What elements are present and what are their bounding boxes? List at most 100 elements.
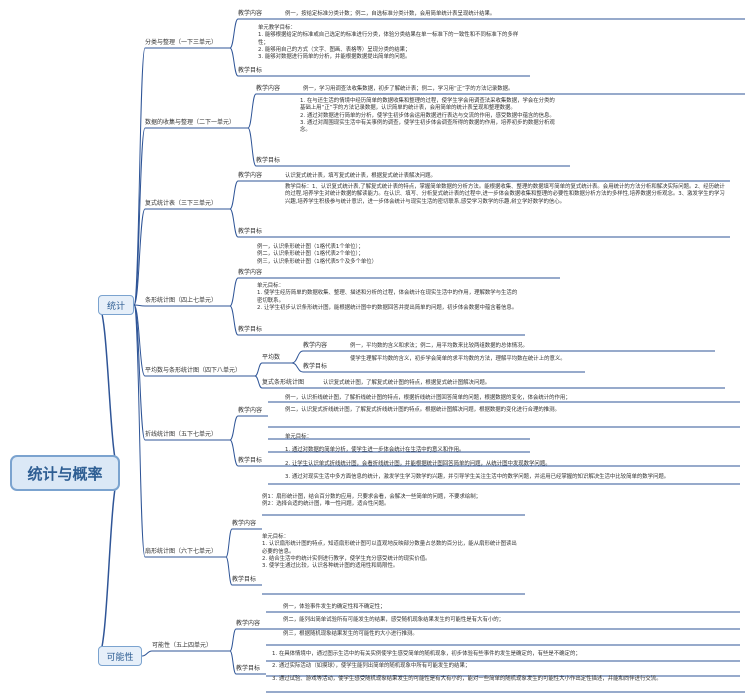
goal-text: 1. 在具体情境中，通过图示生活中的有关实例使学生感受简单的随机现象，初步体验有… [272,651,742,683]
goal-line: 2. 让学生初步认识条形统计图，能根据统计图中的数据回答并提出简单的问题，初步体… [257,304,518,311]
goal-line: 3. 能够对数据进行简单的分析，并能根据数据提出简单的问题。 [258,54,411,61]
content-text: 例一，平均数的含义和求法；例二，用平均数来比较两组数据的总体情况。 [350,343,528,349]
content-label: 教学内容 [232,520,257,527]
goal-line: 2. 结合生活中的统计实例进行教学，使学生充分感受统计的现实价值。 [262,555,431,562]
connector [229,628,237,652]
connector [229,415,239,441]
content-label: 教学内容 [303,342,328,349]
goal-label: 教学目标 [232,576,257,583]
goal-label: 教学目标 [238,228,263,235]
goal-text: 单元教学目标： 1. 能够根据给定的标准或自己选定的标准进行分类，体验分类结果在… [258,25,528,61]
goal-line: 1. 认识扇形统计图的特点，知道扇形统计图可以直观地反映部分数量占总数的百分比，… [262,541,517,555]
goal-line: 单元目标： [262,534,289,540]
unit-title[interactable]: 可能性（五上四单元） [152,642,213,649]
connector [229,650,237,675]
connector [229,439,239,467]
content-line: 例二，认识条形统计图（1格代表2个单位）； [257,251,364,258]
goal-line: 单元目标： [285,434,312,440]
unit-title[interactable]: 分类与整理（一下三单元） [145,39,218,46]
unit-title[interactable]: 复式统计表（三下三单元） [145,200,218,207]
connector [133,47,146,306]
goal-line: 1. 在具体情境中，通过图示生活中的有关实例使学生感受简单的随机现象，初步体验有… [272,651,581,657]
content-line: 例一，认识折线统计图，了解折线统计图的特点，根据折线统计图回答简单的问题，根据数… [285,395,571,401]
content-line: 例1：扇形统计图，结合百分数的应用，只要求会看，会解决一些简单的问题，不要求绘制… [262,494,482,500]
connector [229,277,239,307]
content-line: 例2：选择合适的统计图，唯一性问题，适合性问题。 [262,501,390,508]
goal-label: 教学目标 [238,457,263,464]
goal-line: 3. 通过对现实生活中多方面信息的统计，激发学生学习数学的兴趣，并引导学生关注生… [285,473,670,480]
goal-label: 教学目标 [236,665,261,672]
connector [247,127,257,167]
connector [247,93,257,129]
content-text: 例一，体验事件发生的确定性和不确定性； 例二，能列出简单试验所有可能发生的结果，… [283,604,733,638]
root-node[interactable]: 统计与概率 [10,455,120,491]
goal-line: 单元目标： [257,283,284,289]
goal-line: 1. 通过对数据的简单分析，使学生进一步体会统计在生活中的意义和作用。 [285,447,465,454]
connector [225,528,233,558]
connector [97,472,121,657]
content-line: 例二，认识复式折线统计图，了解复式折线统计图的特点。根据统计图解决问题，根据数据… [285,407,560,414]
goal-line: 2. 通过实际活动（如摸球），使学生能列出简单的随机现象中所有可能发生的结果； [272,663,471,670]
connector [291,350,304,364]
goal-label: 教学目标 [238,326,263,333]
goal-line: 3. 通过对周围现实生活中有关事例的调查，使学生初步体会调查所得的数据的作用，培… [300,119,555,134]
goal-line: 3. 使学生通过比较，认识各种统计图的适用性和局限性。 [262,563,399,570]
connector [133,304,146,441]
content-text: 例一，认识条形统计图（1格代表1个单位）； 例二，认识条形统计图（1格代表2个单… [257,244,557,266]
unit-title[interactable]: 扇形统计图（六下七单元） [145,548,218,555]
content-line: 例三，认识条形统计图（1格代表5个及多个单位） [257,258,378,265]
connector [229,180,239,210]
sub-unit-compound-bar[interactable]: 复式条形统计图 [262,379,305,386]
unit-title[interactable]: 平均数与条形统计图（四下八单元） [145,367,242,374]
unit-title[interactable]: 折线统计图（五下七单元） [145,431,218,438]
branch-statistics[interactable]: 统计 [98,295,134,315]
goal-line: 1. 在与还生活的情境中经历简单的数据收集和整理的过程，使学生学会用调查法采收集… [300,98,555,112]
content-line: 例二，能列出简单试验所有可能发生的结果，感受随机现象结果发生的可能性是有大有小的… [283,617,505,624]
content-text: 例1：扇形统计图，结合百分数的应用，只要求会看，会解决一些简单的问题，不要求绘制… [262,494,522,509]
goal-line: 1. 使学生经历简单的数据收集、整理、描述和分析的过程，体会统计在现实生活中的作… [257,290,518,304]
unit-title[interactable]: 数据的收集与整理（二下一单元） [145,119,236,126]
connector [97,304,121,474]
goal-label: 教学目标 [256,157,281,164]
content-label: 教学内容 [238,10,263,17]
content-text: 认识复式统计表，填写复式统计表，根据复式统计表解决问题。 [285,173,436,179]
connector [133,208,146,306]
goal-text: 教学目标：1、认识复式统计表,了解复式统计表的特点，掌握简单数据的分析方法。能根… [285,184,725,205]
connector [133,304,146,377]
connector [254,362,263,377]
connector [229,47,239,77]
content-text: 认识复式统计图，了解复式统计图的特点，根据复式统计图解决问题。 [323,380,491,386]
goal-text: 1. 在与还生活的情境中经历简单的数据收集和整理的过程，使学生学会用调查法采收集… [300,98,560,134]
connector [141,650,153,657]
sub-unit-average[interactable]: 平均数 [262,354,281,361]
content-line: 例一，认识条形统计图（1格代表1个单位）； [257,244,364,250]
goal-label: 教学目标 [238,67,263,74]
goal-text: 单元目标： 1. 认识扇形统计图的特点，知道扇形统计图可以直观地反映部分数量占总… [262,534,522,570]
connector [254,375,263,389]
content-label: 教学内容 [256,85,281,92]
connector [133,304,146,558]
content-text: 例一，认识折线统计图，了解折线统计图的特点，根据折线统计图回答简单的问题，根据数… [285,395,735,415]
connector [291,362,304,373]
content-label: 教学内容 [238,172,263,179]
connector [133,304,146,307]
goal-text: 使学生理解平均数的含义，初步学会简单的求平均数的方法，理解平均数在统计上的意义。 [350,356,566,362]
connector [229,18,239,49]
unit-title[interactable]: 条形统计图（四上七单元） [145,297,218,304]
content-label: 教学内容 [238,407,263,414]
content-line: 例三，根据随机现象结果发生的可能性的大小进行推测。 [283,630,418,637]
connector [229,208,239,238]
branch-probability[interactable]: 可能性 [98,646,142,666]
content-label: 教学内容 [236,620,261,627]
connector [229,305,239,336]
content-text: 例一，按给定标准分类计数；例二，自选标准分类计数，会用简单统计表呈现统计结果。 [285,11,496,17]
goal-label: 教学目标 [303,363,328,370]
goal-line: 1. 能够根据给定的标准或自己选定的标准进行分类，体验分类结果在单一标准下的一致… [258,32,519,46]
goal-line: 2. 通过对数据进行简单的分析，使学生初步体会运用数据进行表达与交流的作用，感受… [300,112,555,119]
connector [225,556,233,586]
content-text: 例一，学习用调查法收集数据，初步了解统计表；例二，学习用“正”字的方法记录数据。 [303,86,514,92]
connector [133,127,146,306]
content-label: 教学内容 [238,269,263,276]
